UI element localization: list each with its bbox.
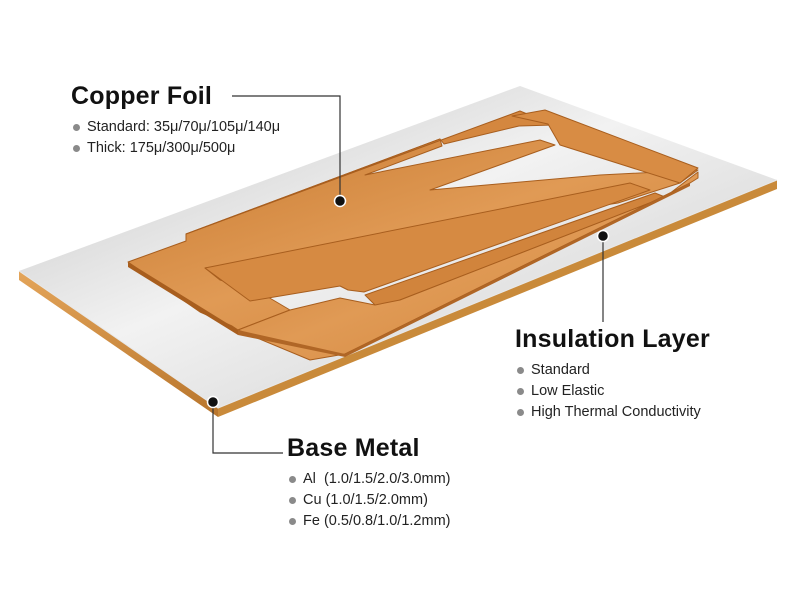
copper-foil-callout: Copper Foil Standard: 35μ/70μ/105μ/140μ … xyxy=(71,82,280,159)
list-item: Fe (0.5/0.8/1.0/1.2mm) xyxy=(287,511,450,532)
copper-foil-list: Standard: 35μ/70μ/105μ/140μ Thick: 175μ/… xyxy=(71,117,280,159)
insulation-layer-list: Standard Low Elastic High Thermal Conduc… xyxy=(515,360,710,423)
list-item: Standard: 35μ/70μ/105μ/140μ xyxy=(71,117,280,138)
copper-leader-line xyxy=(232,95,341,200)
list-item: High Thermal Conductivity xyxy=(515,402,710,423)
base-leader-line xyxy=(212,402,283,454)
list-item: Standard xyxy=(515,360,710,381)
copper-foil-traces xyxy=(127,109,699,361)
list-item: Cu (1.0/1.5/2.0mm) xyxy=(287,490,450,511)
copper-strip-right xyxy=(511,109,699,184)
copper-leader-dot xyxy=(333,194,347,208)
base-leader-dot xyxy=(206,395,220,409)
copper-foil-title: Copper Foil xyxy=(71,82,213,110)
board-right-edge xyxy=(218,180,777,417)
list-item: Thick: 175μ/300μ/500μ xyxy=(71,138,280,159)
copper-rail-inner xyxy=(204,182,651,302)
base-metal-callout: Base Metal Al (1.0/1.5/2.0/3.0mm) Cu (1.… xyxy=(287,434,450,532)
insulation-leader-dot xyxy=(596,229,610,243)
base-metal-title: Base Metal xyxy=(287,434,420,462)
insulation-layer-title: Insulation Layer xyxy=(515,325,710,353)
board-front-edge xyxy=(19,271,218,417)
copper-strip-upper xyxy=(185,110,555,235)
list-item: Low Elastic xyxy=(515,381,710,402)
base-metal-list: Al (1.0/1.5/2.0/3.0mm) Cu (1.0/1.5/2.0mm… xyxy=(287,469,450,532)
leader-dots xyxy=(206,194,610,409)
leader-lines xyxy=(212,95,604,454)
insulation-layer-callout: Insulation Layer Standard Low Elastic Hi… xyxy=(515,325,710,423)
list-item: Al (1.0/1.5/2.0/3.0mm) xyxy=(287,469,450,490)
